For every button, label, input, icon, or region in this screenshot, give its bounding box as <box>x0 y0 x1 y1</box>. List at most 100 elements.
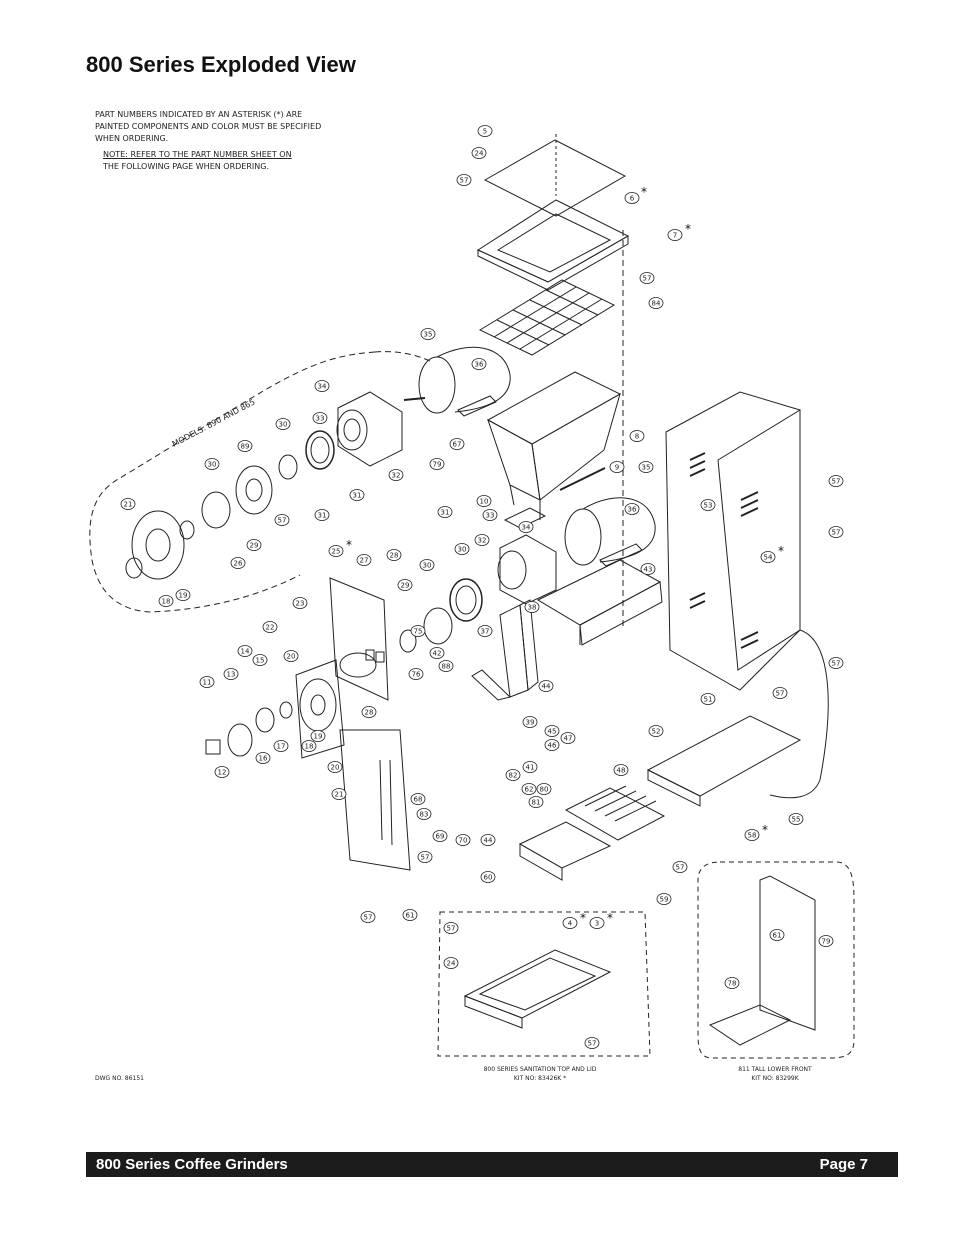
callout-bubble <box>443 957 459 969</box>
part-callout: 32 <box>474 534 490 546</box>
tall-lower-front-kit-box <box>697 861 855 1059</box>
callout-number: 31 <box>441 509 450 517</box>
part-callout: 4 <box>562 917 578 929</box>
callout-number: 30 <box>423 562 432 570</box>
base-frame <box>536 559 663 646</box>
callout-bubble <box>772 687 788 699</box>
callout-bubble <box>408 668 424 680</box>
callout-number: 55 <box>792 816 801 824</box>
callout-bubble <box>262 621 278 633</box>
tall-lower-front-name: 811 TALL LOWER FRONT <box>738 1066 812 1073</box>
callout-bubble <box>214 766 230 778</box>
part-callout: 41 <box>522 761 538 773</box>
callout-bubble <box>521 783 537 795</box>
callout-bubble <box>204 458 220 470</box>
callout-number: 15 <box>256 657 265 665</box>
callout-bubble <box>538 680 554 692</box>
callout-number: 41 <box>526 764 535 772</box>
cabinet <box>665 391 829 799</box>
part-callout: 39 <box>522 716 538 728</box>
part-callout: 53 <box>700 499 716 511</box>
callout-bubble <box>456 174 472 186</box>
part-callout: 75 <box>410 625 426 637</box>
callout-bubble <box>629 430 645 442</box>
callout-bubble <box>223 668 239 680</box>
callout-bubble <box>455 834 471 846</box>
part-callout: 62 <box>521 783 537 795</box>
callout-number: 51 <box>704 696 713 704</box>
upper-front-plate <box>125 510 195 580</box>
callout-bubble <box>818 935 834 947</box>
callout-bubble <box>760 551 776 563</box>
part-callout: 9 <box>609 461 625 473</box>
callout-number: 57 <box>776 690 785 698</box>
lower-burr-parts <box>205 701 293 757</box>
painted-part-asterisk: * <box>346 538 352 552</box>
callout-bubble <box>744 829 760 841</box>
callout-number: 75 <box>414 628 423 636</box>
part-callout: 24 <box>443 957 459 969</box>
callout-number: 33 <box>316 415 325 423</box>
callout-bubble <box>656 893 672 905</box>
callout-number: 43 <box>644 566 653 574</box>
lower-grind-case <box>399 507 557 653</box>
callout-number: 10 <box>480 498 489 506</box>
callout-bubble <box>609 461 625 473</box>
part-callout: 79 <box>818 935 834 947</box>
callout-bubble <box>700 499 716 511</box>
callout-number: 17 <box>277 743 286 751</box>
callout-number: 52 <box>652 728 661 736</box>
callout-number: 47 <box>564 735 573 743</box>
part-callout: 20 <box>327 761 343 773</box>
callout-bubble <box>292 597 308 609</box>
callout-number: 25 <box>332 548 341 556</box>
callout-bubble <box>769 929 785 941</box>
part-callout: 7 <box>667 229 683 241</box>
callout-number: 29 <box>401 582 410 590</box>
part-callout: 57 <box>639 272 655 284</box>
hopper-lid-assembly <box>476 134 630 630</box>
callout-bubble <box>624 503 640 515</box>
callout-bubble <box>639 272 655 284</box>
callout-bubble <box>828 526 844 538</box>
part-callout: 45 <box>544 725 560 737</box>
part-callout: 52 <box>648 725 664 737</box>
callout-number: 32 <box>392 472 401 480</box>
part-callout: 21 <box>331 788 347 800</box>
callout-bubble <box>724 977 740 989</box>
callout-bubble <box>429 458 445 470</box>
part-callout: 46 <box>544 739 560 751</box>
callout-number: 8 <box>635 433 639 441</box>
callout-bubble <box>419 559 435 571</box>
callout-bubble <box>524 601 540 613</box>
callout-bubble <box>437 506 453 518</box>
part-callout: 13 <box>223 668 239 680</box>
callout-bubble <box>640 563 656 575</box>
callout-number: 57 <box>832 529 841 537</box>
callout-bubble <box>518 521 534 533</box>
callout-number: 18 <box>305 743 314 751</box>
callout-bubble <box>416 808 432 820</box>
callout-bubble <box>477 625 493 637</box>
callout-bubble <box>454 543 470 555</box>
callout-number: 42 <box>433 650 442 658</box>
front-panel <box>339 729 411 871</box>
callout-bubble <box>314 509 330 521</box>
callout-number: 62 <box>525 786 534 794</box>
part-callout: 24 <box>471 147 487 159</box>
callout-bubble <box>480 871 496 883</box>
callout-number: 44 <box>542 683 551 691</box>
part-callout: 19 <box>175 589 191 601</box>
callout-number: 6 <box>630 195 635 203</box>
part-callout: 29 <box>397 579 413 591</box>
callout-bubble <box>544 725 560 737</box>
callout-bubble <box>255 752 271 764</box>
part-callout: 26 <box>230 557 246 569</box>
callout-bubble <box>388 469 404 481</box>
asterisk-note-line-2: PAINTED COMPONENTS AND COLOR MUST BE SPE… <box>95 122 322 131</box>
footer-page-number: Page 7 <box>819 1156 868 1173</box>
callout-number: 14 <box>241 648 250 656</box>
callout-bubble <box>589 917 605 929</box>
callout-bubble <box>522 716 538 728</box>
callout-bubble <box>474 534 490 546</box>
